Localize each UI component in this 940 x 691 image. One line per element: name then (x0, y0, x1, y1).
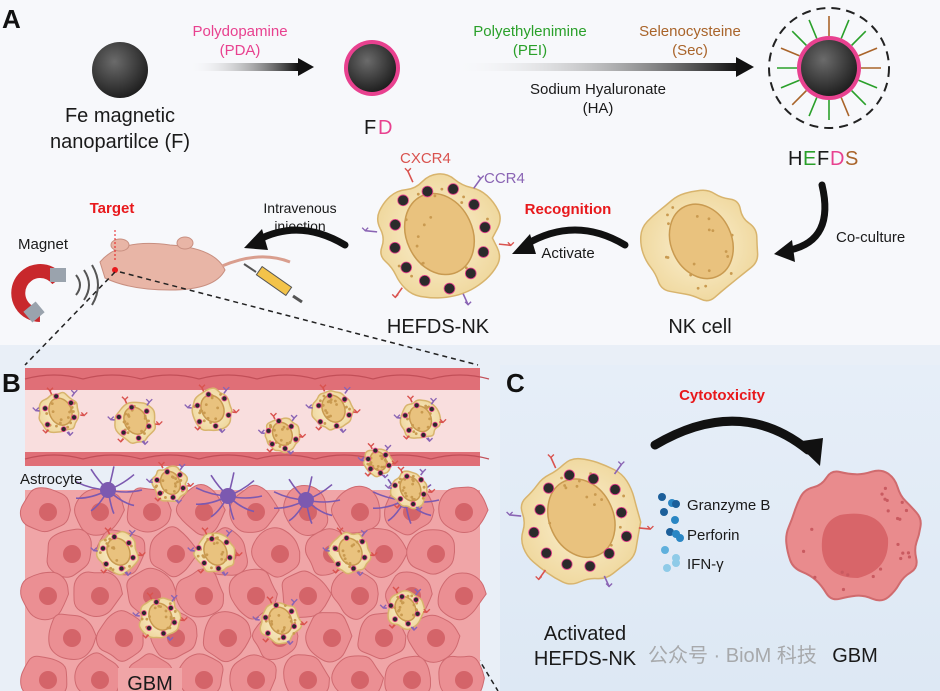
arrow-activate (512, 226, 629, 254)
watermark: 公众号 · BioM 科技 (648, 644, 817, 667)
gbm-label-bg (118, 668, 182, 691)
fd-label-f: F (364, 117, 376, 139)
hefds-nk-cell (361, 167, 515, 306)
cxcr4-label: CXCR4 (400, 150, 451, 167)
hefds-nk-label: HEFDS-NK (387, 316, 490, 338)
arrow-injection (244, 226, 349, 250)
activated-nk-cell (506, 453, 654, 588)
hefds-letter-f: F (817, 148, 829, 170)
gbm-tissue (19, 483, 489, 691)
fd-label-d: D (378, 117, 392, 139)
ha-abbr: (HA) (583, 100, 614, 117)
iv-label-line1: Intravenous (263, 200, 336, 216)
fe-label-line2: nanopartilce (F) (50, 131, 190, 153)
pei-label: Polyethylenimine (473, 23, 586, 40)
arrow-coculture (774, 181, 829, 262)
hefds-nanoparticle (768, 7, 890, 129)
magnet-icon (11, 264, 99, 323)
target-label: Target (90, 200, 135, 217)
activated-label-line2: HEFDS-NK (534, 648, 637, 670)
hefds-nk-cells-panel-b (32, 384, 447, 646)
activated-label-line1: Activated (544, 623, 626, 645)
pei-abbr: (PEI) (513, 42, 547, 59)
hefds-letter-h: H (788, 148, 802, 170)
sec-abbr: (Sec) (672, 42, 708, 59)
cytotoxicity-label: Cytotoxicity (679, 387, 766, 404)
pda-abbr: (PDA) (220, 42, 261, 59)
panel-label-b: B (2, 368, 21, 398)
nk-cell-label: NK cell (668, 316, 731, 338)
gbm-cell (785, 469, 922, 602)
ha-label: Sodium Hyaluronate (530, 81, 666, 98)
astrocyte-label: Astrocyte (20, 471, 83, 488)
pda-label: Polydopamine (192, 23, 287, 40)
ccr4-label: CCR4 (484, 170, 525, 187)
hefds-letter-d: D (830, 148, 844, 170)
syringe-icon (243, 263, 303, 304)
arrow-cytotoxicity (650, 416, 823, 466)
activate-label: Activate (541, 245, 594, 262)
zoom-line-right (119, 271, 479, 366)
magnet-label: Magnet (18, 236, 69, 253)
gbm-label-c: GBM (832, 645, 878, 667)
gbm-label-b: GBM (127, 673, 173, 691)
granzyme-label: Granzyme B (687, 497, 770, 514)
ifn-label: IFN-γ (687, 556, 724, 573)
fd-nanoparticle (344, 40, 400, 96)
ifn-legend: IFN-γ (672, 556, 724, 573)
granzyme-legend: Granzyme B (672, 497, 770, 514)
perforin-label: Perforin (687, 527, 740, 544)
zoom-line-left (24, 271, 116, 366)
arrow-pei-sec-ha (450, 57, 754, 77)
recognition-label: Recognition (525, 201, 612, 218)
mouse (99, 236, 291, 291)
coculture-label: Co-culture (836, 229, 905, 246)
nk-cell (639, 189, 759, 302)
sec-label: Selenocysteine (639, 23, 741, 40)
fe-label-line1: Fe magnetic (65, 105, 175, 127)
hefds-label: H E F D S (788, 148, 858, 170)
hefds-letter-e: E (803, 148, 816, 170)
hefds-letter-s: S (845, 148, 858, 170)
fe-nanoparticle (92, 42, 148, 98)
arrow-pda (188, 58, 314, 76)
panel-label-c: C (506, 368, 525, 398)
perforin-legend: Perforin (672, 527, 740, 544)
panel-label-a: A (2, 4, 21, 34)
